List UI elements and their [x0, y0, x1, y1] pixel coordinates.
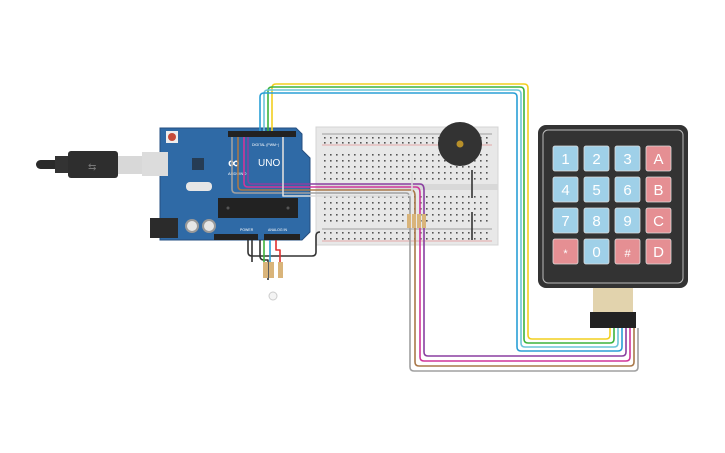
wire-14[interactable]	[275, 240, 281, 262]
key-9[interactable]: 9	[614, 207, 641, 234]
key-1[interactable]: 1	[552, 145, 579, 172]
breadboard[interactable]	[315, 126, 499, 246]
wire-6[interactable]	[237, 137, 635, 367]
key-label: 3	[623, 151, 631, 168]
key-label: 5	[592, 182, 600, 199]
key-*[interactable]: *	[552, 238, 579, 265]
arduino-uno-board[interactable]: ∞ UNO ARDUINO DIGITAL (PWM~) POWER ANALO…	[142, 127, 311, 241]
resistors-led	[263, 262, 283, 301]
key-3[interactable]: 3	[614, 145, 641, 172]
wire-5[interactable]	[243, 137, 631, 362]
key-label: 6	[623, 182, 631, 199]
key-B[interactable]: B	[645, 176, 672, 203]
power-label: POWER	[240, 228, 254, 232]
key-label: #	[624, 248, 631, 260]
key-label: C	[653, 213, 664, 230]
analog-header	[264, 234, 300, 240]
keypad-4x4[interactable]: 1 2 3 A 4 5 6 B 7 8 9 C * 0 # D	[538, 125, 688, 328]
key-#[interactable]: #	[614, 238, 641, 265]
key-5[interactable]: 5	[583, 176, 610, 203]
microcontroller-chip	[218, 198, 298, 218]
key-4[interactable]: 4	[552, 176, 579, 203]
key-D[interactable]: D	[645, 238, 672, 265]
wire-0[interactable]	[271, 83, 611, 340]
wire-4[interactable]	[247, 137, 627, 357]
reset-button[interactable]	[168, 133, 176, 141]
resistors-keypad	[407, 214, 426, 228]
analog-label: ANALOG IN	[268, 228, 288, 232]
wire-8[interactable]	[282, 137, 413, 197]
key-label: 4	[561, 182, 569, 199]
key-label: D	[653, 244, 664, 261]
digital-label: DIGITAL (PWM~)	[252, 143, 279, 147]
wire-3[interactable]	[259, 92, 623, 352]
wire-7[interactable]	[231, 137, 639, 372]
key-label: 0	[592, 244, 600, 261]
usb-cable[interactable]: ⇆	[36, 151, 142, 178]
keypad-connector	[590, 312, 636, 328]
keypad-ribbon	[590, 288, 636, 328]
key-A[interactable]: A	[645, 145, 672, 172]
key-2[interactable]: 2	[583, 145, 610, 172]
key-C[interactable]: C	[645, 207, 672, 234]
wire-1[interactable]	[267, 86, 615, 344]
key-7[interactable]: 7	[552, 207, 579, 234]
wire-2[interactable]	[263, 89, 619, 348]
rgb-led[interactable]	[268, 291, 278, 301]
piezo-buzzer[interactable]	[438, 122, 482, 166]
key-label: B	[653, 182, 663, 199]
key-label: *	[563, 248, 568, 260]
wire-9[interactable]	[247, 231, 321, 257]
key-label: 9	[623, 213, 631, 230]
key-label: 8	[592, 213, 600, 230]
digital-header	[228, 131, 296, 137]
key-8[interactable]: 8	[583, 207, 610, 234]
power-header	[214, 234, 258, 240]
key-label: 2	[592, 151, 600, 168]
key-label: 1	[561, 151, 569, 168]
arduino-logo-icon: ∞	[228, 155, 239, 172]
key-label: A	[653, 151, 663, 168]
usb-icon: ⇆	[88, 162, 96, 173]
key-6[interactable]: 6	[614, 176, 641, 203]
key-0[interactable]: 0	[583, 238, 610, 265]
board-model-label: UNO	[258, 158, 280, 169]
wires	[231, 83, 639, 372]
key-label: 7	[561, 213, 569, 230]
